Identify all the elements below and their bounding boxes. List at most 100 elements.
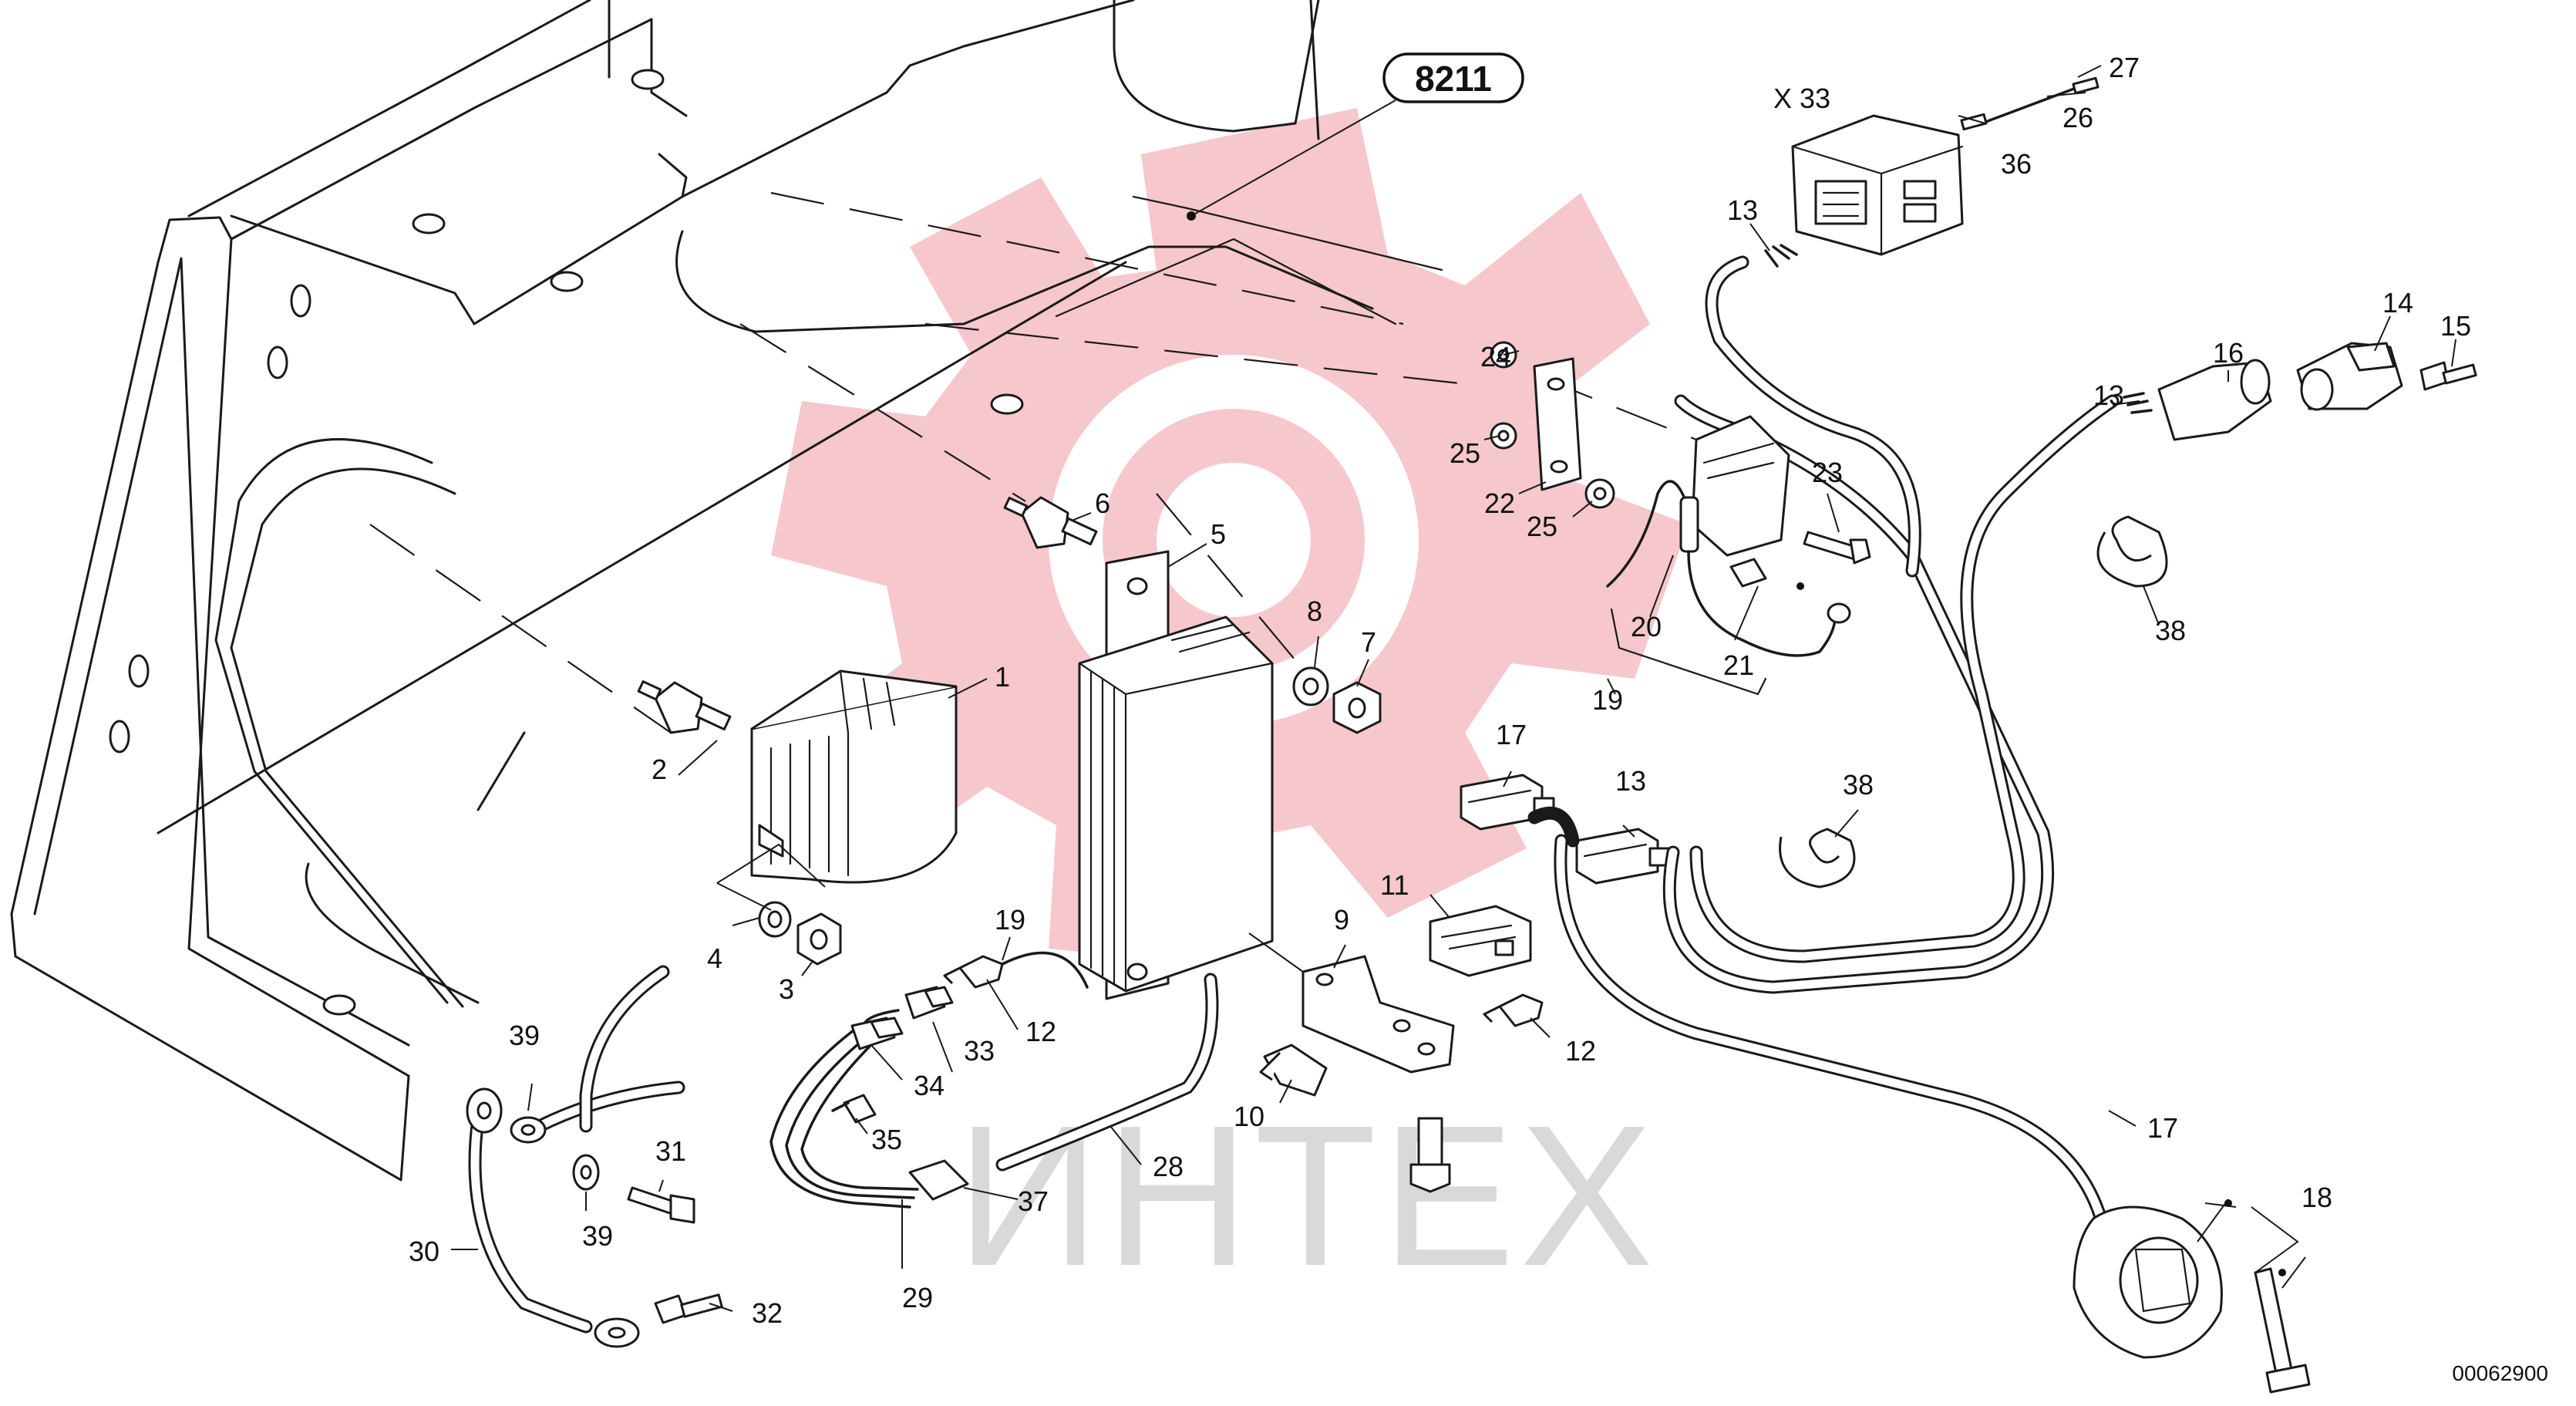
ground-cable-39	[510, 965, 685, 1191]
harness-29	[769, 1009, 919, 1209]
callout-11: 11	[1380, 869, 1409, 901]
callout-20: 20	[1631, 611, 1662, 642]
callout-25-bottom: 25	[1527, 511, 1557, 542]
svg-text:8211: 8211	[1415, 59, 1492, 99]
callout-29: 29	[902, 1282, 933, 1313]
bolt-23	[1803, 531, 1871, 565]
callout-18: 18	[2302, 1182, 2332, 1213]
callout-17-top: 17	[1496, 719, 1527, 750]
connector-12-left	[943, 955, 1004, 989]
callout-19-right: 19	[1592, 684, 1623, 716]
reference-badge: 8211	[1187, 52, 1524, 221]
terminal-35	[831, 1094, 877, 1124]
fuse-21	[1729, 558, 1767, 588]
rubber-mount-6	[1003, 496, 1098, 549]
callout-5: 5	[1211, 518, 1226, 550]
callout-8: 8	[1307, 595, 1322, 627]
connector-11	[1429, 905, 1532, 977]
callout-32: 32	[752, 1297, 783, 1329]
washer-8	[1292, 666, 1329, 706]
nut-7	[1332, 681, 1382, 734]
callout-34: 34	[914, 1070, 945, 1101]
callout-12-right: 12	[1565, 1035, 1596, 1067]
screw-15	[2419, 361, 2477, 391]
bolt-18	[2254, 1267, 2311, 1394]
drawing-number: 00062900	[2452, 1361, 2548, 1385]
callout-13-right: 13	[2093, 379, 2124, 411]
callout-39-bottom: 39	[582, 1220, 613, 1252]
callout-1: 1	[995, 661, 1010, 693]
callout-24: 24	[1480, 341, 1511, 373]
wire-19-left	[1001, 951, 1089, 989]
machine-frame	[10, 0, 1374, 1182]
nut-25-top	[1490, 422, 1517, 450]
callout-4: 4	[707, 942, 722, 974]
callout-37: 37	[1018, 1185, 1049, 1217]
bolt-10	[1259, 1044, 1328, 1097]
bracket-9	[1301, 955, 1455, 1074]
boot-16	[2157, 359, 2272, 441]
callout-6: 6	[1095, 487, 1110, 519]
pin-wire-26	[1960, 76, 2100, 131]
wiring-harness	[1527, 255, 2120, 1241]
callout-12-left: 12	[1025, 1016, 1056, 1047]
rubber-mount-2	[637, 680, 732, 734]
callout-2: 2	[652, 754, 667, 785]
callout-10: 10	[1234, 1101, 1264, 1132]
callout-7: 7	[1361, 626, 1376, 658]
callout-25-top: 25	[1450, 437, 1480, 469]
callout-33: 33	[964, 1035, 995, 1067]
callout-3: 3	[779, 973, 794, 1005]
wire-28	[995, 973, 1219, 1172]
leader-lines	[451, 65, 2456, 1312]
connector-x33-label: X 33	[1773, 83, 1830, 114]
connector-34	[850, 1017, 904, 1050]
connector-37	[908, 1159, 969, 1201]
callout-38-mid: 38	[1843, 769, 1874, 801]
callout-13-top: 13	[1727, 194, 1758, 226]
callout-9: 9	[1334, 904, 1349, 936]
callout-22: 22	[1484, 487, 1515, 519]
connector-x33	[1791, 114, 1964, 256]
callout-labels: 1 2 3 4 5 6 7 8 9 10 11 12 12 13 13 13 1…	[409, 52, 2471, 1329]
callout-28: 28	[1153, 1151, 1184, 1182]
relay-23	[1691, 415, 1790, 557]
callout-21: 21	[1723, 649, 1754, 681]
socket-14	[2296, 342, 2403, 411]
callout-26: 26	[2062, 102, 2093, 133]
nut-3	[796, 912, 842, 966]
bolt-vertical	[1409, 1117, 1451, 1193]
bracket-19	[1610, 608, 1767, 696]
callout-14: 14	[2382, 287, 2413, 319]
ground-cable-30	[466, 1087, 640, 1348]
harness-13-right-end	[2123, 392, 2153, 414]
callout-17-bottom: 17	[2147, 1112, 2178, 1144]
connector-13-mid	[1575, 828, 1671, 885]
callout-13-mid: 13	[1615, 765, 1646, 797]
plate-22	[1533, 357, 1582, 491]
plug-socket-17	[2073, 1205, 2223, 1359]
callout-16: 16	[2213, 337, 2244, 369]
clamp-38-mid	[1779, 828, 1856, 888]
washer-4	[758, 901, 792, 938]
callout-15: 15	[2440, 310, 2471, 342]
callout-31: 31	[655, 1135, 686, 1167]
fuse-holder-20	[1606, 480, 1851, 657]
callout-30: 30	[409, 1236, 439, 1267]
heat-sink-module	[750, 669, 958, 884]
callout-36: 36	[2001, 148, 2032, 180]
callout-39-top: 39	[509, 1020, 540, 1051]
nut-25-bottom	[1584, 478, 1615, 509]
connector-17	[1460, 774, 1555, 831]
callout-38-right: 38	[2155, 615, 2186, 646]
connector-33	[904, 986, 954, 1020]
resistor-module	[1078, 550, 1274, 1000]
clamp-38-top	[2096, 515, 2168, 588]
bolt-31	[627, 1186, 695, 1224]
bolt-32	[654, 1293, 723, 1324]
callout-19-left: 19	[995, 904, 1025, 936]
callout-23: 23	[1812, 457, 1843, 488]
watermark-text: ИНТЕХ	[956, 1084, 1658, 1308]
harness-13-top-end	[1764, 244, 1798, 268]
